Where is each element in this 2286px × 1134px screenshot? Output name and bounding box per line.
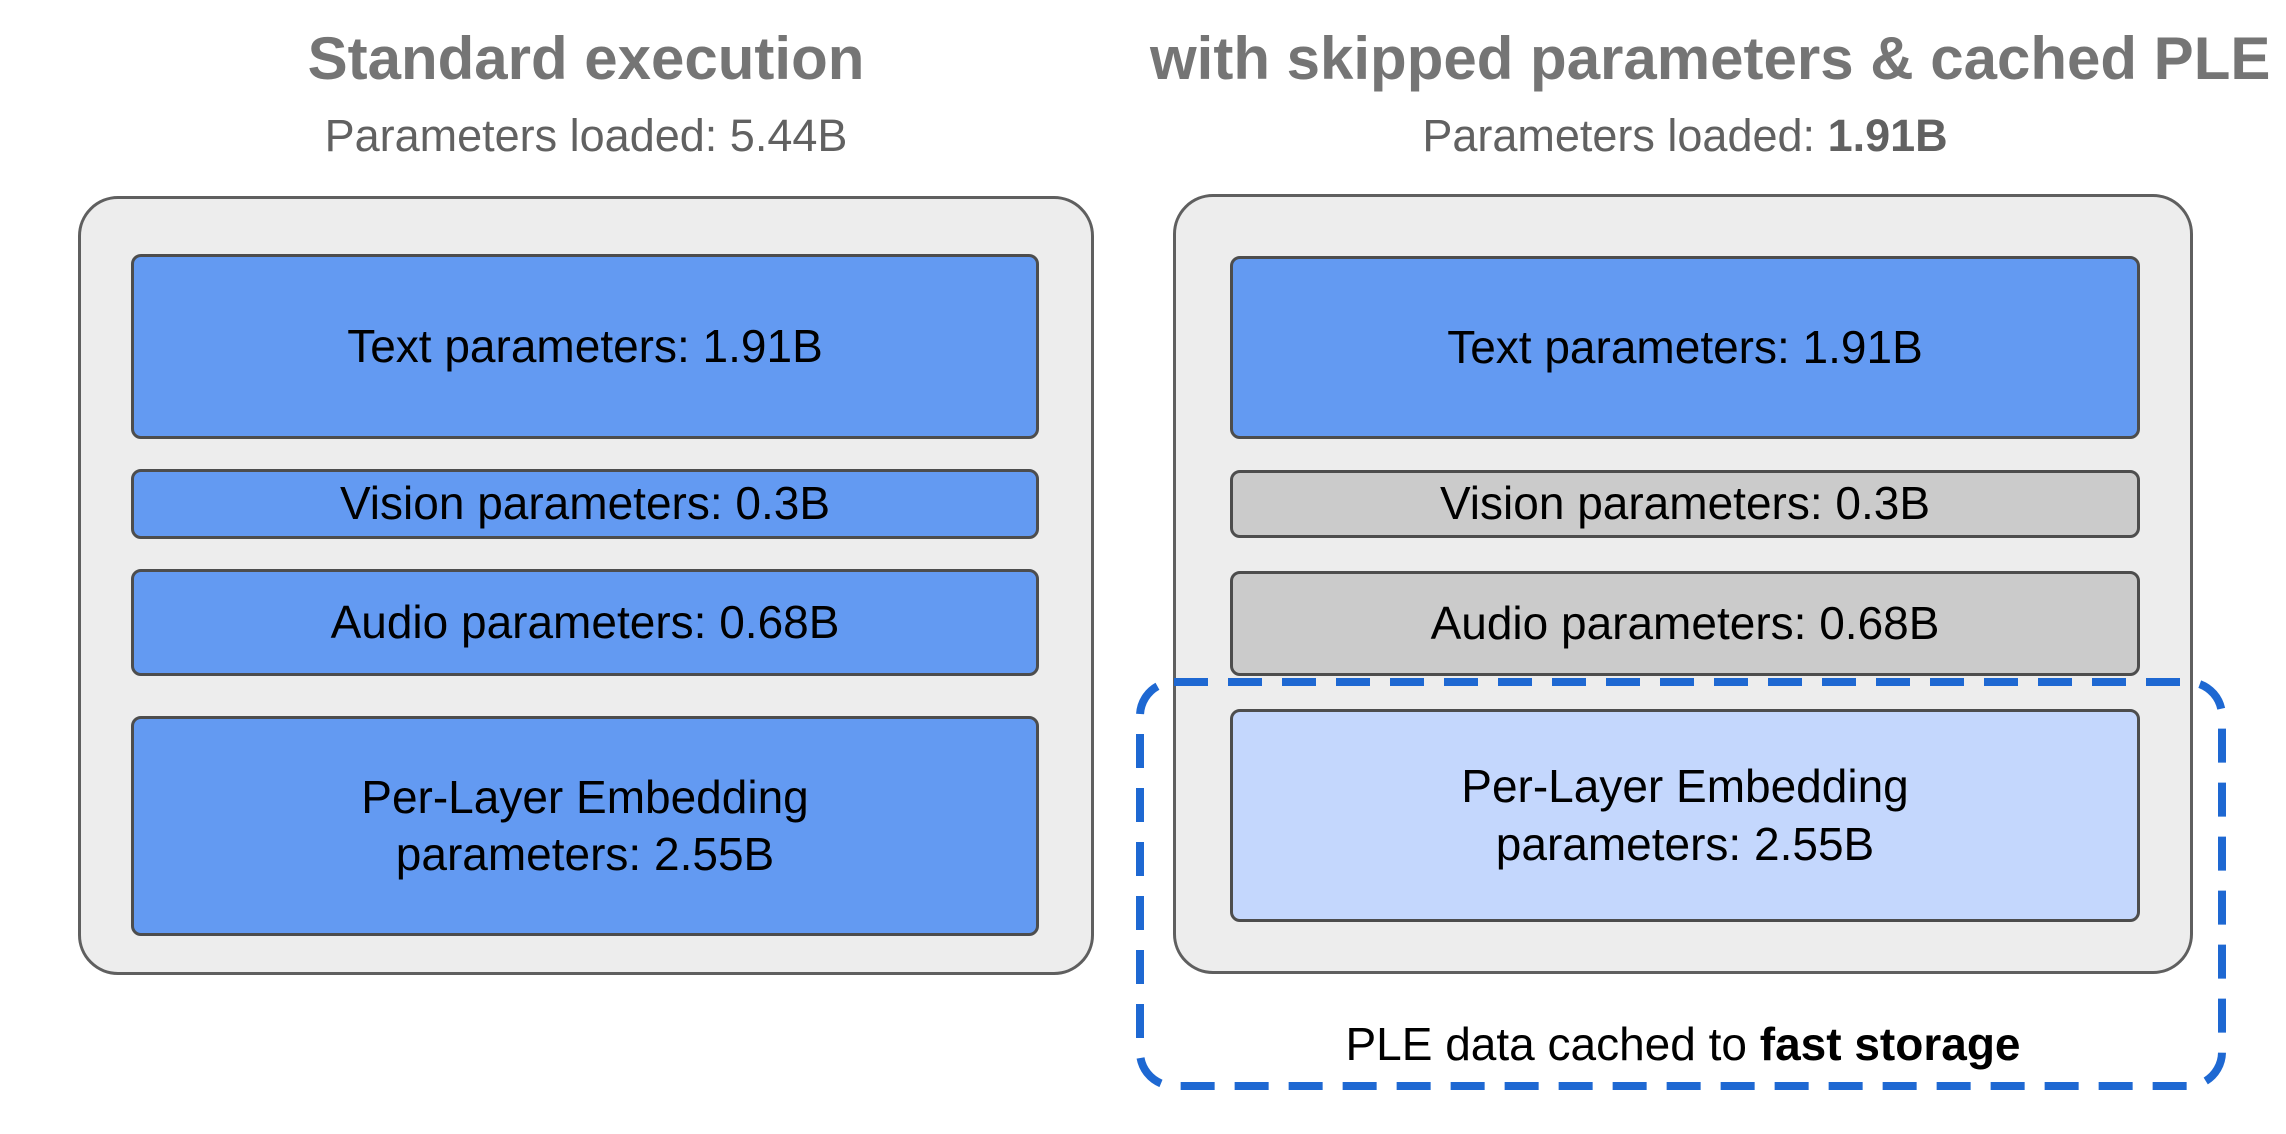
right-panel-subtitle: Parameters loaded: 1.91B bbox=[1150, 108, 2220, 164]
left-ple-params-label-line2: parameters: 2.55B bbox=[395, 828, 775, 880]
left-audio-params-box: Audio parameters: 0.68B bbox=[131, 569, 1039, 676]
left-ple-params-box: Per-Layer Embedding parameters: 2.55B bbox=[131, 716, 1039, 936]
ple-cache-caption-bold: fast storage bbox=[1759, 1018, 2021, 1070]
right-vision-params-box-skipped: Vision parameters: 0.3B bbox=[1230, 470, 2140, 538]
right-ple-params-label-line2: parameters: 2.55B bbox=[1495, 817, 1875, 870]
ple-cache-caption: PLE data cached to fast storage bbox=[1140, 1012, 2226, 1076]
left-text-params-box: Text parameters: 1.91B bbox=[131, 254, 1039, 439]
right-panel-title: with skipped parameters & cached PLE bbox=[1150, 25, 2271, 92]
right-panel-subtitle-value: 1.91B bbox=[1827, 110, 1948, 161]
right-text-params-label: Text parameters: 1.91B bbox=[1447, 320, 1923, 373]
left-model-container: Text parameters: 1.91B Vision parameters… bbox=[78, 196, 1094, 975]
right-audio-params-box-skipped: Audio parameters: 0.68B bbox=[1230, 571, 2140, 676]
left-text-params-label: Text parameters: 1.91B bbox=[347, 319, 823, 372]
left-panel-subtitle: Parameters loaded: 5.44B bbox=[324, 110, 848, 161]
right-ple-params-label-line1: Per-Layer Embedding bbox=[1461, 760, 1909, 812]
right-text-params-box: Text parameters: 1.91B bbox=[1230, 256, 2140, 439]
left-audio-params-label: Audio parameters: 0.68B bbox=[330, 595, 840, 648]
right-vision-params-label: Vision parameters: 0.3B bbox=[1439, 477, 1931, 530]
right-model-container: Text parameters: 1.91B Vision parameters… bbox=[1173, 194, 2193, 974]
left-panel-title: Standard execution bbox=[307, 25, 865, 92]
ple-cache-caption-prefix: PLE data cached to bbox=[1345, 1018, 1760, 1070]
left-vision-params-label: Vision parameters: 0.3B bbox=[339, 477, 831, 530]
right-panel-subtitle-prefix: Parameters loaded: bbox=[1422, 110, 1828, 161]
right-audio-params-label: Audio parameters: 0.68B bbox=[1430, 596, 1940, 649]
left-vision-params-box: Vision parameters: 0.3B bbox=[131, 469, 1039, 539]
left-ple-params-label-line1: Per-Layer Embedding bbox=[361, 770, 809, 823]
right-ple-params-box-cached: Per-Layer Embedding parameters: 2.55B bbox=[1230, 709, 2140, 922]
